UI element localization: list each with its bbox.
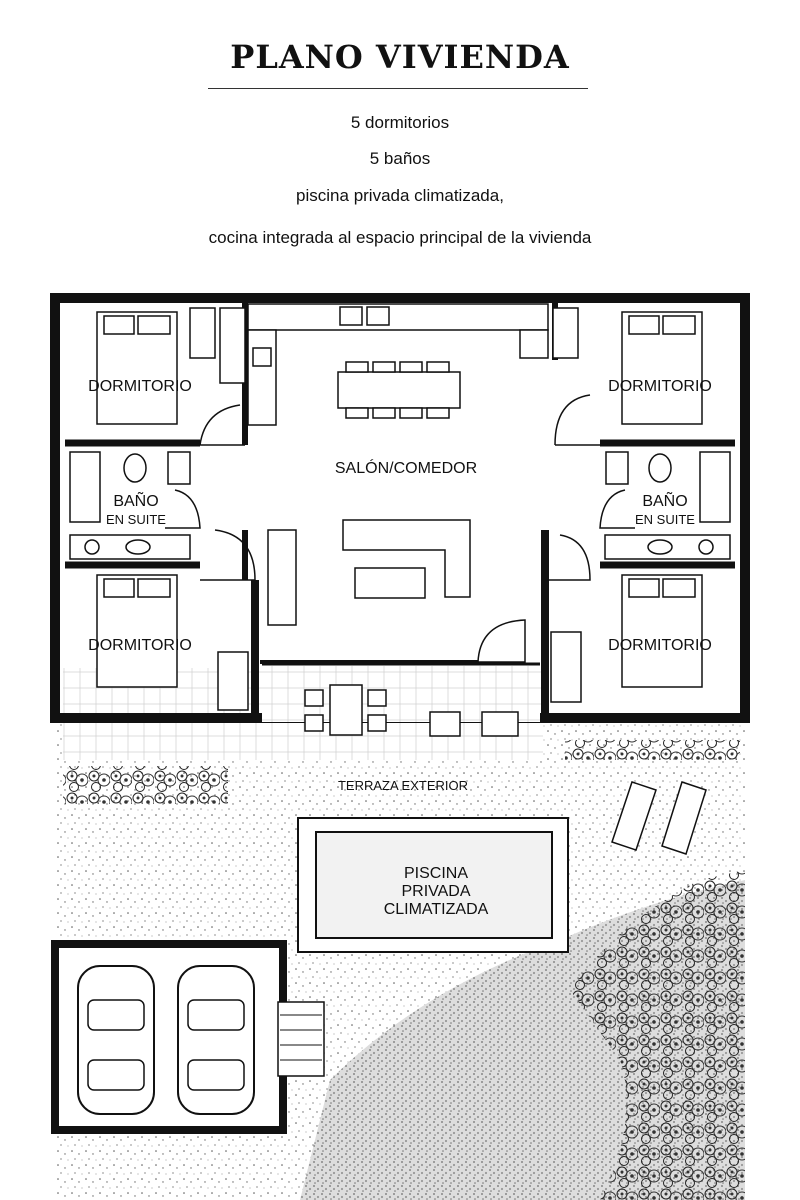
garage xyxy=(51,940,325,1134)
label-terrace: TERRAZA EXTERIOR xyxy=(338,778,468,793)
beds xyxy=(96,311,703,688)
label-bedroom-bottom-left: DORMITORIO xyxy=(88,637,192,654)
shrubs-left xyxy=(63,766,228,804)
door-swings xyxy=(165,394,635,663)
feature-pool: piscina privada climatizada, xyxy=(296,186,504,205)
label-bath-right: BAÑO xyxy=(642,490,687,510)
swimming-pool xyxy=(297,817,569,953)
label-bedroom-bottom-right: DORMITORIO xyxy=(608,637,712,654)
label-bedroom-top-left: DORMITORIO xyxy=(88,378,192,395)
shrubs-right xyxy=(570,870,745,1200)
label-pool-3: CLIMATIZADA xyxy=(384,901,489,918)
label-bath-left-suite: EN SUITE xyxy=(106,512,166,527)
kitchen-counter xyxy=(247,303,549,426)
label-pool-2: PRIVADA xyxy=(401,883,470,900)
feature-bathrooms: 5 baños xyxy=(369,149,431,168)
label-pool-1: PISCINA xyxy=(404,865,468,882)
label-bath-right-suite: EN SUITE xyxy=(635,512,695,527)
bathroom-fixtures xyxy=(69,451,731,560)
feature-bedrooms: 5 dormitorios xyxy=(350,113,450,132)
dining-table xyxy=(337,361,461,419)
label-living-dining: SALÓN/COMEDOR xyxy=(335,458,477,477)
feature-kitchen: cocina integrada al espacio principal de… xyxy=(208,228,592,247)
label-bath-left: BAÑO xyxy=(113,490,158,510)
sofa-set xyxy=(267,519,471,626)
hedge-right xyxy=(565,740,740,760)
title-underline xyxy=(208,88,588,89)
terrace-furniture xyxy=(304,684,707,855)
wardrobes xyxy=(189,307,582,711)
label-bedroom-top-right: DORMITORIO xyxy=(608,378,712,395)
plan-title: PLANO VIVIENDA xyxy=(230,38,570,76)
